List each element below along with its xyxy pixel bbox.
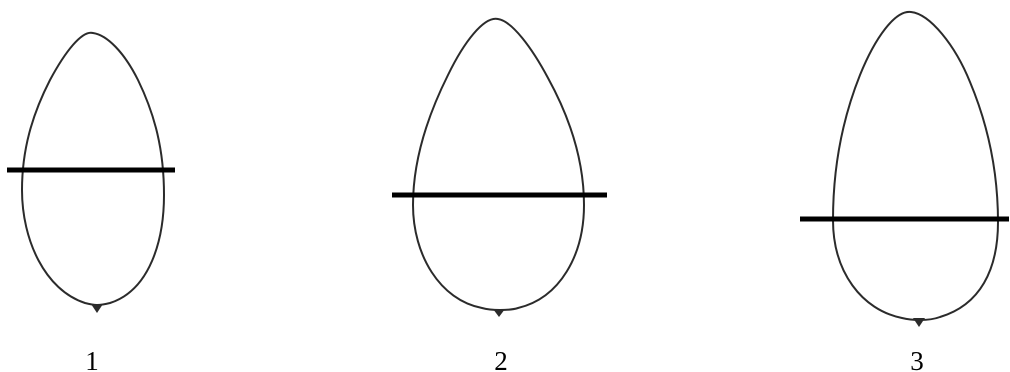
figure-label-3: 3: [910, 346, 924, 372]
seed-tip-2: [493, 309, 505, 317]
figure-label-2: 2: [494, 346, 508, 372]
seed-outline-2: [413, 19, 584, 310]
figure-1: 1: [7, 33, 175, 372]
seed-tip-1: [91, 304, 103, 313]
seed-tip-3: [913, 318, 925, 327]
figure-2: 2: [392, 19, 607, 372]
figure-label-1: 1: [85, 346, 99, 372]
seed-outline-3: [833, 12, 998, 320]
figure-3: 3: [800, 12, 1009, 372]
